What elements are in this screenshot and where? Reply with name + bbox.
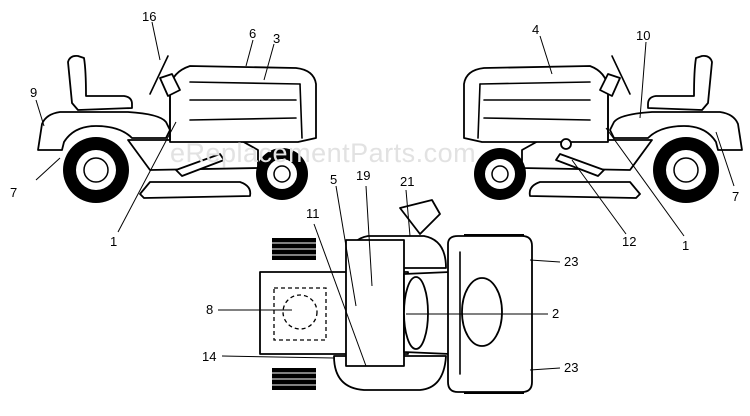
callout-12: 12 — [622, 234, 636, 249]
watermark: eReplacementParts.com — [170, 138, 476, 168]
steering-column-right — [599, 73, 621, 97]
callout-1-right: 1 — [682, 238, 689, 253]
rear-fender-right — [609, 111, 743, 151]
callout-23-top: 23 — [564, 254, 578, 269]
callout-7-left: 7 — [10, 185, 17, 200]
leader-lines — [35, 21, 735, 371]
seat-right — [647, 54, 713, 111]
rear-fender-left — [37, 111, 171, 151]
lift-lever-left — [175, 153, 225, 177]
callout-9: 9 — [30, 85, 37, 100]
console-top — [345, 239, 405, 367]
callout-21: 21 — [400, 174, 414, 189]
seat-left — [67, 54, 133, 111]
mower-deck-right — [528, 181, 641, 199]
callout-6: 6 — [249, 26, 256, 41]
callout-1-left: 1 — [110, 234, 117, 249]
callout-11: 11 — [306, 206, 320, 221]
flap-21 — [399, 199, 441, 235]
tractor-left-side-view — [37, 54, 317, 203]
tractor-top-view — [259, 199, 533, 394]
callout-2: 2 — [552, 306, 559, 321]
steering-wheel-right — [611, 55, 631, 95]
lift-lever-right — [555, 153, 605, 177]
tractor-right-side-view — [463, 54, 743, 203]
callout-4: 4 — [532, 22, 539, 37]
mower-deck-left — [139, 181, 252, 199]
hood-right — [463, 65, 609, 143]
callout-23-bottom: 23 — [564, 360, 578, 375]
callout-7-right: 7 — [732, 189, 739, 204]
callout-14: 14 — [202, 349, 216, 364]
hood-top-badge — [461, 277, 503, 347]
callout-labels: 16 6 3 9 7 1 4 10 7 12 1 5 19 21 11 8 2 … — [10, 9, 739, 375]
callout-3: 3 — [273, 31, 280, 46]
steering-wheel-left — [149, 55, 169, 95]
callout-19: 19 — [356, 168, 370, 183]
callout-16: 16 — [142, 9, 156, 24]
callout-8: 8 — [206, 302, 213, 317]
callout-5: 5 — [330, 172, 337, 187]
hood-left — [169, 65, 317, 143]
steering-column-left — [159, 73, 181, 97]
callout-10: 10 — [636, 28, 650, 43]
